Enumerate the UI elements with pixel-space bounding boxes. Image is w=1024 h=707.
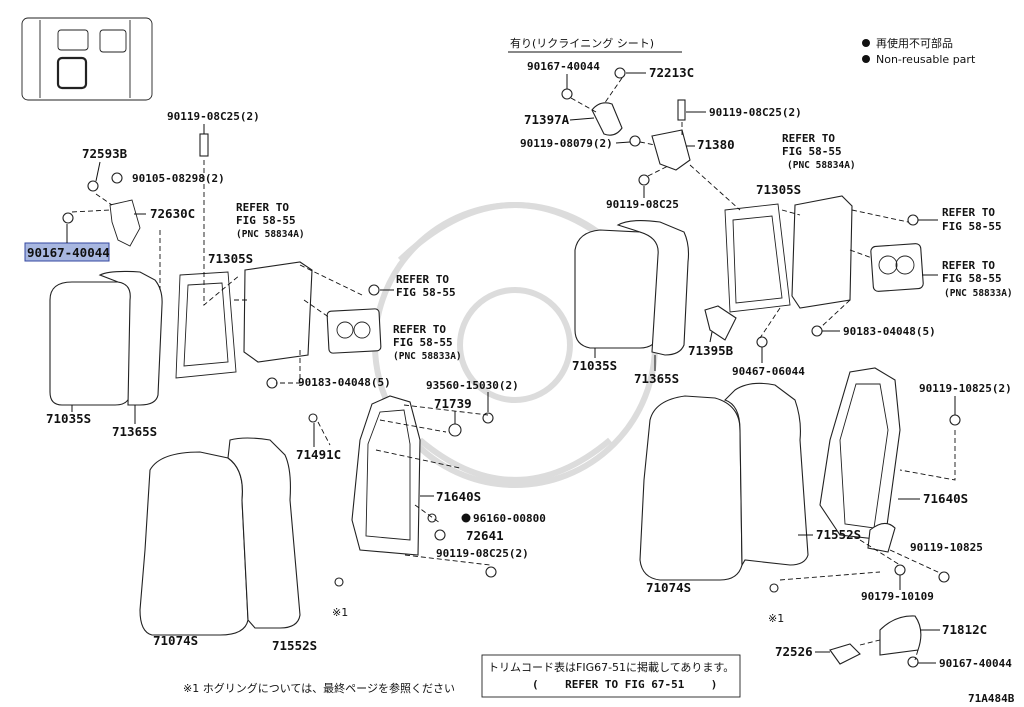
label-refer-left-low-1: REFER TO (393, 323, 446, 336)
label-refer-58834a-l2: FIG 58-55 (236, 214, 296, 227)
legend-bullet-icon (862, 55, 870, 63)
label-71035s-left: 71035S (46, 411, 91, 426)
label-star1-left: ※1 (332, 606, 348, 619)
right-leaders (570, 77, 956, 661)
label-90167-40044-highlighted: 90167-40044 (27, 245, 110, 260)
left-leaders (71, 160, 491, 566)
label-refer-58834a-l1: REFER TO (236, 201, 289, 214)
label-71305s-left: 71305S (208, 251, 253, 266)
label-refer-left-low-3: (PNC 58833A) (393, 351, 462, 362)
legend-bullet-icon (862, 39, 870, 47)
label-90183-04048-5-right: 90183-04048(5) (843, 325, 936, 338)
label-refer-right-low-3: (PNC 58833A) (944, 288, 1013, 299)
label-refer-right-side-1: REFER TO (942, 206, 995, 219)
label-90119-08c25-right: 90119-08C25 (606, 198, 679, 211)
label-72593b: 72593B (82, 146, 128, 161)
label-refer-58834a-l3: (PNC 58834A) (236, 229, 305, 240)
label-93560-15030-2: 93560-15030(2) (426, 379, 519, 392)
label-71552s-left: 71552S (272, 638, 317, 653)
vehicle-thumbnail (21, 17, 153, 101)
label-refer-right-low-2: FIG 58-55 (942, 272, 1002, 285)
label-71640s-right: 71640S (923, 491, 968, 506)
label-refer-right-low-1: REFER TO (942, 259, 995, 272)
label-refer-58834a-r1: REFER TO (782, 132, 835, 145)
label-90179-10109: 90179-10109 (861, 590, 934, 603)
label-72526: 72526 (775, 644, 813, 659)
label-72213c: 72213C (649, 65, 694, 80)
label-90119-08c25-2-low: 90119-08C25(2) (436, 547, 529, 560)
label-71074s-left: 71074S (153, 633, 198, 648)
label-71365s-right: 71365S (634, 371, 679, 386)
trim-note-en: ( REFER TO FIG 67-51 ) (532, 678, 717, 691)
label-90119-08c25-2-right: 90119-08C25(2) (709, 106, 802, 119)
legend-text-jp: 再使用不可部品 (876, 36, 953, 50)
label-71380: 71380 (697, 137, 735, 152)
label-90119-08079-2: 90119-08079(2) (520, 137, 613, 150)
label-90119-10825-2: 90119-10825(2) (919, 382, 1012, 395)
left-seat-parts (49, 133, 497, 636)
label-71552s-right: 71552S (816, 527, 861, 542)
label-71739: 71739 (434, 396, 472, 411)
label-refer-58834a-r2: FIG 58-55 (782, 145, 842, 158)
label-refer-left-mid-2: FIG 58-55 (396, 286, 456, 299)
label-71035s-right: 71035S (572, 358, 617, 373)
label-90119-08c25-2-top: 90119-08C25(2) (167, 110, 260, 123)
notes: トリムコード表はFIG67-51に掲載してあります。 ( REFER TO FI… (183, 654, 1015, 705)
right-labels: 90167-40044 72213C 71397A 90119-08C25(2)… (520, 60, 1013, 670)
non-reusable-bullet-icon (461, 513, 471, 523)
trim-note-jp: トリムコード表はFIG67-51に掲載してあります。 (488, 660, 734, 674)
label-refer-left-low-2: FIG 58-55 (393, 336, 453, 349)
legend-text-en: Non-reusable part (876, 53, 976, 66)
label-71397a: 71397A (524, 112, 570, 127)
diagram-id: 71A484B (968, 692, 1015, 705)
label-90105-08298-2: 90105-08298(2) (132, 172, 225, 185)
legend: 再使用不可部品 Non-reusable part (862, 36, 976, 66)
recliner-header: 有り(リクライニング シート) (510, 36, 654, 50)
left-labels: 90119-08C25(2) 72593B 90105-08298(2) 726… (24, 110, 546, 653)
label-71491c: 71491C (296, 447, 341, 462)
label-72630c: 72630C (150, 206, 195, 221)
label-90119-10825: 90119-10825 (910, 541, 983, 554)
label-refer-58834a-r3: (PNC 58834A) (787, 160, 856, 171)
label-71812c: 71812C (942, 622, 987, 637)
label-star1-right: ※1 (768, 612, 784, 625)
label-90167-40044-low: 90167-40044 (939, 657, 1012, 670)
label-90167-40044-right: 90167-40044 (527, 60, 600, 73)
label-72641: 72641 (466, 528, 504, 543)
label-refer-left-mid-1: REFER TO (396, 273, 449, 286)
label-71395b: 71395B (688, 343, 734, 358)
label-refer-right-side-2: FIG 58-55 (942, 220, 1002, 233)
label-71074s-right: 71074S (646, 580, 691, 595)
label-90467-06044: 90467-06044 (732, 365, 805, 378)
label-71365s-left: 71365S (112, 424, 157, 439)
label-71305s-right: 71305S (756, 182, 801, 197)
right-seat-parts (561, 67, 961, 668)
label-71640s-left: 71640S (436, 489, 481, 504)
trim-note-box (481, 654, 741, 698)
label-96160-00800: 96160-00800 (473, 512, 546, 525)
label-90183-04048-5-left: 90183-04048(5) (298, 376, 391, 389)
hog-ring-note: ※1 ホグリングについては、最終ページを参照ください (183, 681, 455, 695)
